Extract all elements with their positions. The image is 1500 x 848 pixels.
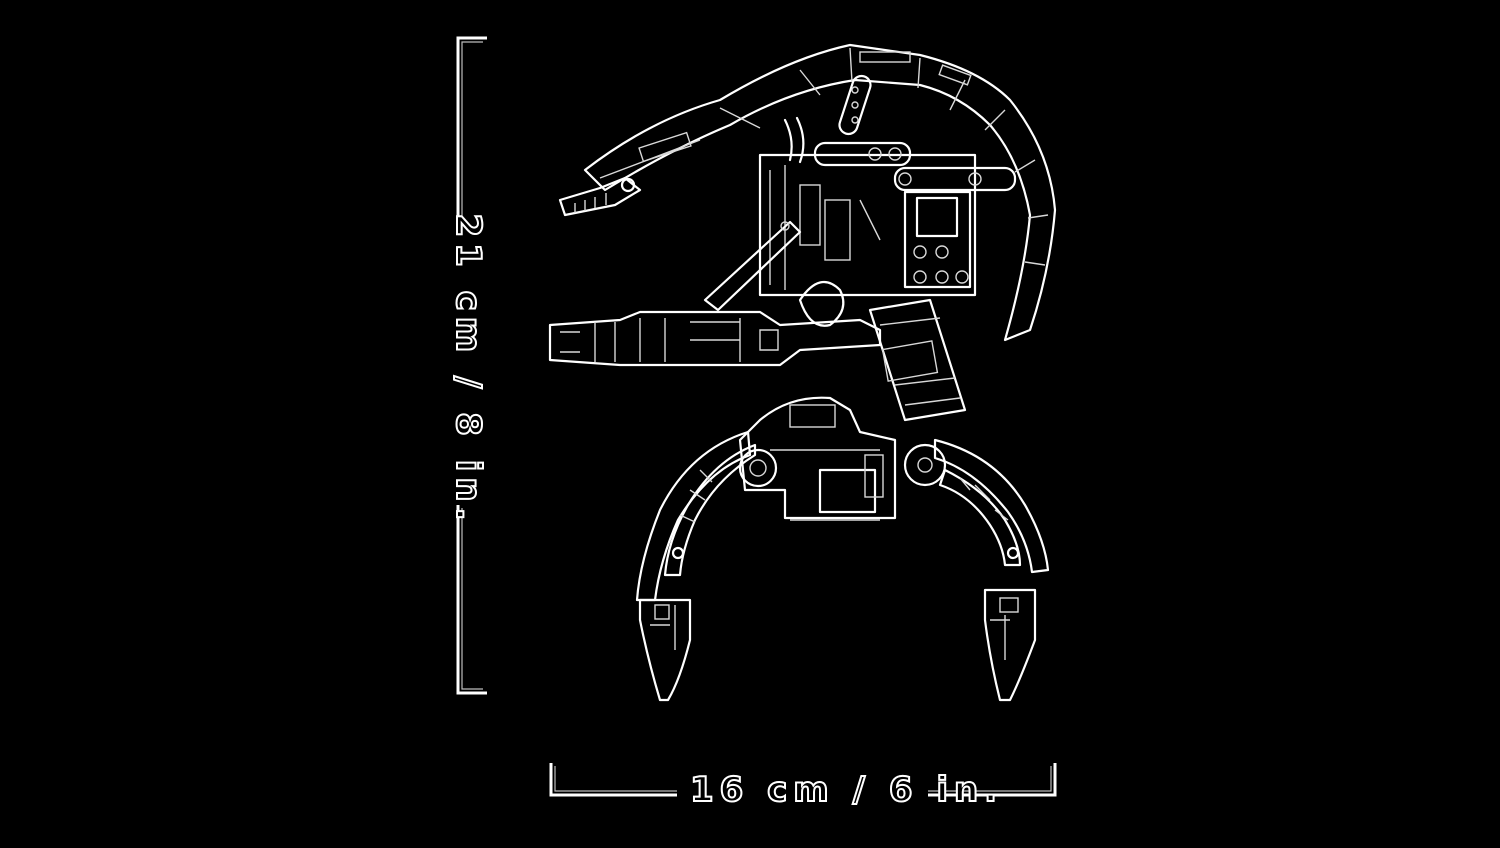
neck [868,298,967,422]
width-label: 16 cm / 6 in. [689,769,1004,811]
right-leg [933,438,1050,702]
wrist-joint [838,74,872,136]
height-bracket [456,36,487,695]
torso [758,116,1017,297]
upper-arm [583,43,1057,342]
height-label: 21 cm / 8 in. [447,212,489,527]
left-leg [635,430,757,702]
lower-body [738,396,947,521]
upper-blaster [558,176,642,217]
width-bracket [549,763,1057,797]
lower-arm [548,220,882,367]
